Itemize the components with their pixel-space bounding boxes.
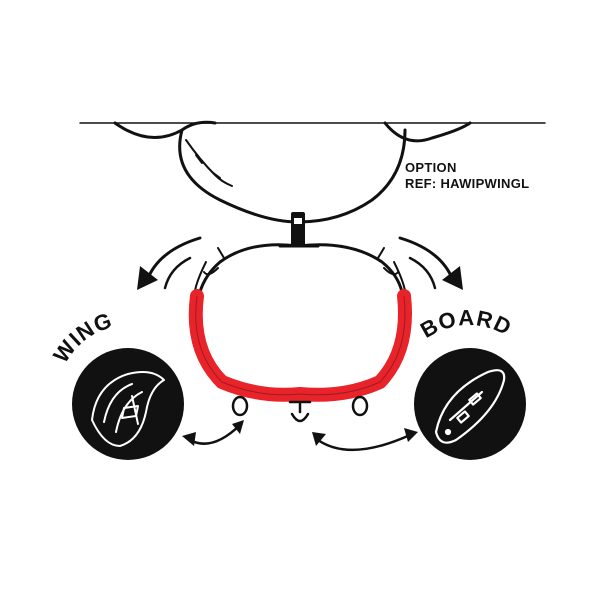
option-title: OPTION (405, 160, 457, 175)
spreader-line-right (296, 243, 404, 294)
wing-badge (72, 348, 184, 460)
harness-belt (188, 289, 412, 402)
board-badge (414, 348, 526, 460)
arrowhead-left (137, 266, 158, 290)
option-reference: REF: HAWIPWINGL (405, 176, 530, 191)
hook-left (231, 395, 249, 417)
center-hook (288, 400, 312, 423)
boom-attach-left (113, 120, 217, 140)
label-board: BOARD (416, 305, 516, 343)
double-arrow-right (316, 433, 412, 452)
double-arrow-left (188, 423, 242, 445)
spreader-line-left (198, 243, 300, 294)
arrowhead-right (442, 266, 463, 290)
arrow-right (398, 236, 454, 280)
boom-attach-right (383, 121, 472, 143)
hook-right (351, 395, 369, 417)
arrow-left (146, 236, 202, 280)
wing-icon (91, 371, 165, 447)
buckle-clip (291, 212, 305, 246)
adjust-cord-tail (195, 154, 221, 179)
board-icon (434, 369, 506, 444)
hanging-loop (178, 128, 407, 224)
